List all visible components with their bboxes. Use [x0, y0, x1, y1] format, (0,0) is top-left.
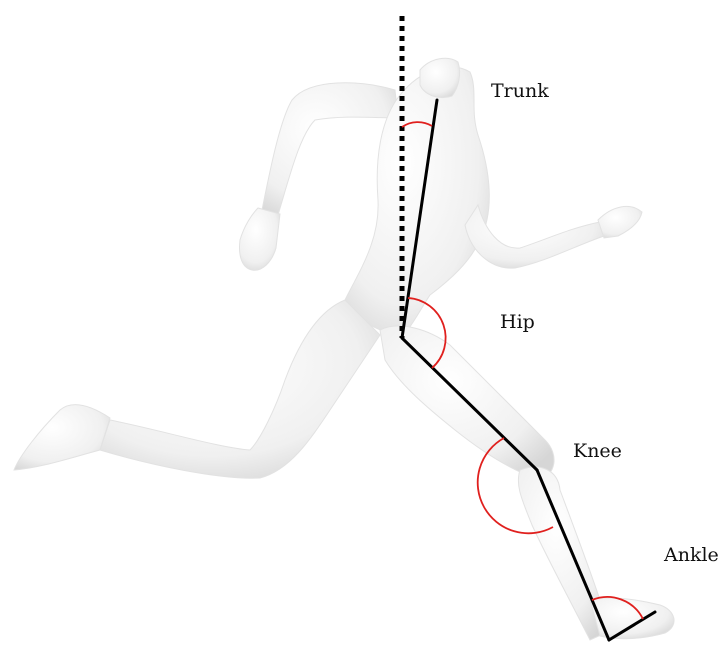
hip-label: Hip	[500, 311, 535, 333]
front-foot	[590, 598, 674, 639]
ankle-label: Ankle	[664, 544, 719, 566]
knee-label: Knee	[573, 440, 622, 462]
back-leg	[100, 300, 380, 478]
mannequin-body	[14, 58, 674, 640]
trunk-label: Trunk	[491, 80, 549, 102]
thigh-segment	[402, 338, 537, 470]
back-foot	[14, 405, 110, 470]
front-hand	[598, 206, 642, 238]
neck	[420, 58, 460, 97]
back-hand	[240, 208, 281, 270]
